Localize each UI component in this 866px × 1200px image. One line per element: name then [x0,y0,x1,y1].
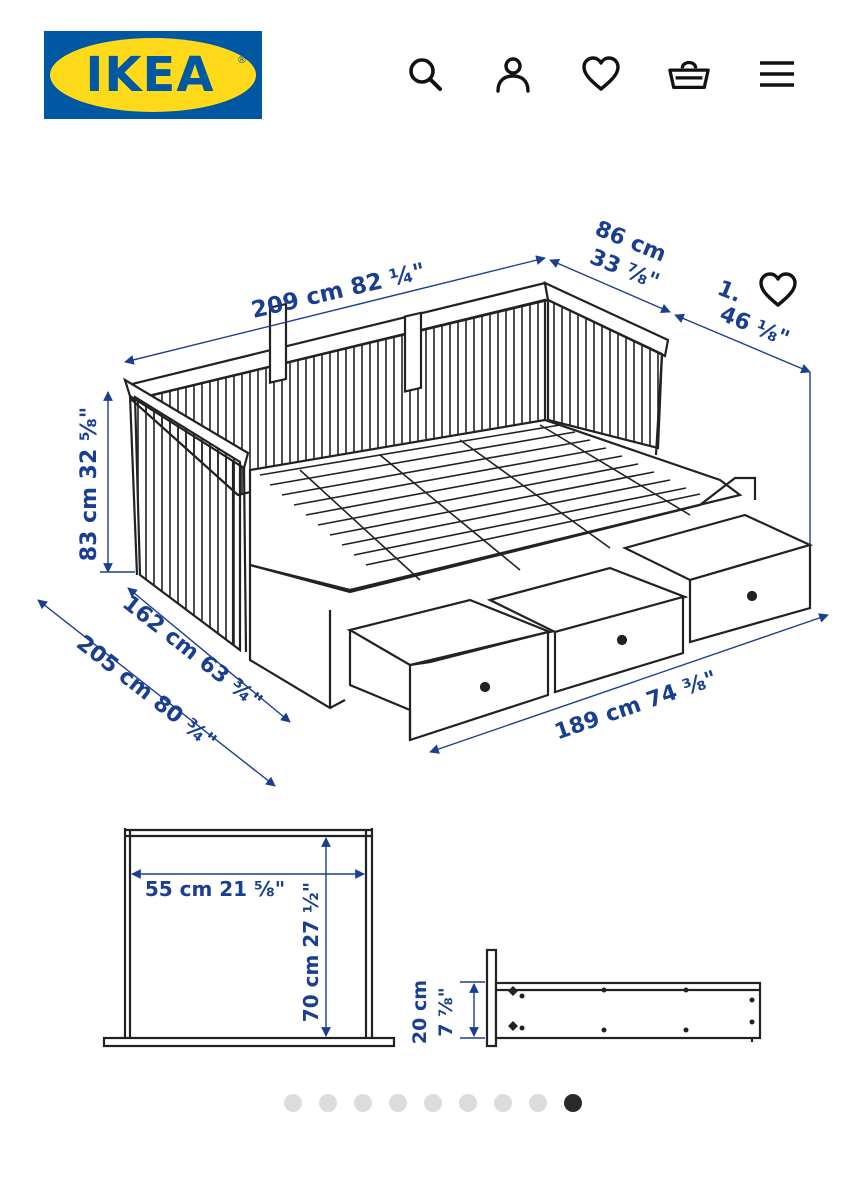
drawer-side-view [485,948,762,1048]
favorites-button[interactable] [579,52,623,96]
carousel-dot[interactable] [529,1094,547,1112]
drawer-height-cm-label: 20 cm [409,980,431,1044]
carousel-dot[interactable] [319,1094,337,1112]
logo-text: IKEA [86,47,215,103]
carousel-dot[interactable] [389,1094,407,1112]
account-button[interactable] [491,52,535,96]
carousel-dot[interactable] [494,1094,512,1112]
menu-icon [760,61,794,87]
menu-button[interactable] [755,52,799,96]
product-image[interactable]: 209 cm 82 ¼" 86 cm 33 ⅞" 1. 46 ⅛" 83 cm … [0,150,866,1080]
basket-icon [668,60,710,90]
carousel-dot[interactable] [459,1094,477,1112]
heart-outline-icon [759,272,797,307]
image-carousel-dots [0,1092,866,1114]
account-icon [496,57,530,93]
dimension-lines [37,255,829,787]
dim-width-label: 209 cm 82 ¼" [249,259,428,324]
drawer-width-label: 55 cm 21 ⅝" [145,877,285,901]
ikea-logo[interactable]: IKEA ® [44,31,262,119]
add-to-favorites-button[interactable] [754,266,802,314]
site-header: IKEA ® [0,0,866,150]
carousel-dot[interactable] [424,1094,442,1112]
search-button[interactable] [403,52,447,96]
dim-height-label: 83 cm 32 ⅝" [77,407,102,561]
logo-registered-mark: ® [237,55,247,66]
carousel-dot[interactable] [284,1094,302,1112]
search-icon [409,58,442,91]
basket-button[interactable] [667,52,711,96]
drawer-height-in-label: 7 ⅞" [435,987,457,1036]
daybed-drawing [123,281,814,742]
drawer-top-view [102,828,396,1048]
heart-icon [582,56,620,91]
drawer-depth-label: 70 cm 27 ½" [299,882,323,1022]
carousel-dot[interactable] [354,1094,372,1112]
daybed-dimension-drawing: 209 cm 82 ¼" 86 cm 33 ⅞" 1. 46 ⅛" 83 cm … [37,216,829,1048]
carousel-dot[interactable] [564,1094,582,1112]
